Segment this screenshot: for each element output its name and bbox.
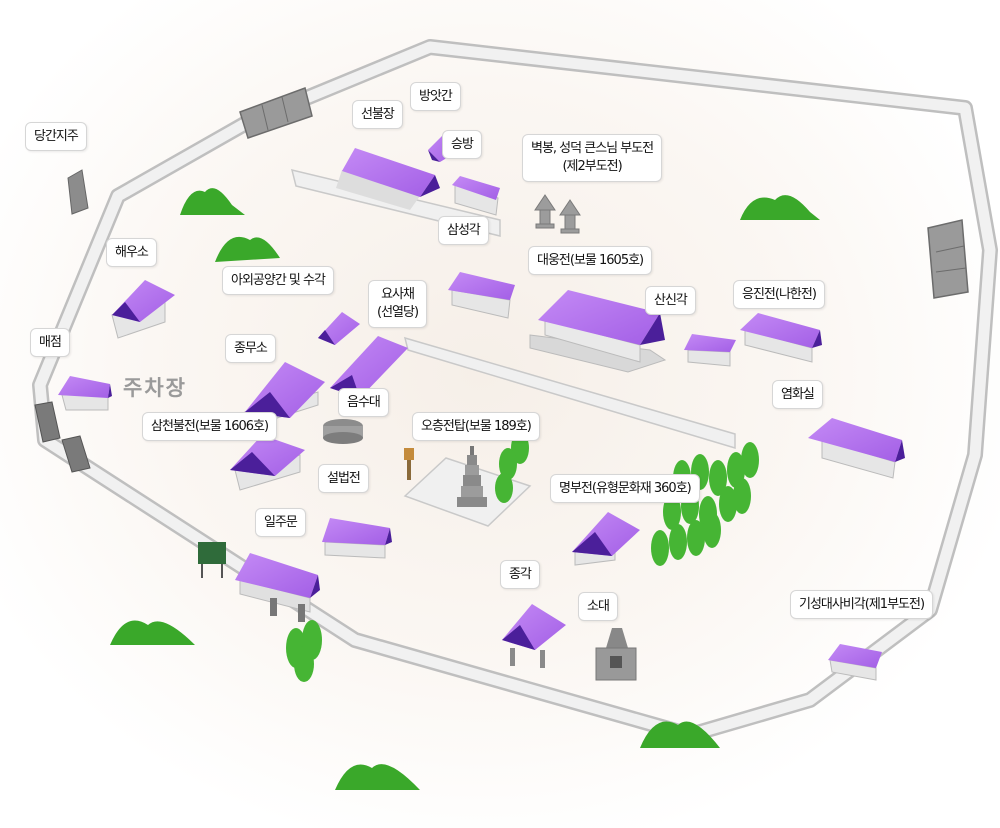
stupa-icons <box>534 194 581 234</box>
building-budojeon-1 <box>828 644 882 681</box>
building-sodae <box>595 628 637 681</box>
building-daeungjeon <box>529 290 667 373</box>
building-seonbuljang <box>336 148 440 210</box>
label-yosachae[interactable]: 요사채(선열당) <box>368 280 428 328</box>
label-seonbuljang[interactable]: 선불장 <box>352 100 403 129</box>
label-seolbeopjeon[interactable]: 설법전 <box>318 464 369 493</box>
label-ocheungjeontap[interactable]: 오층전탑(보물 189호) <box>412 412 540 441</box>
lantern-icon <box>404 448 414 480</box>
gate-icon <box>34 401 91 473</box>
label-sansingak[interactable]: 산신각 <box>645 286 696 315</box>
label-awigongyang[interactable]: 아외공양간 및 수각 <box>222 266 334 295</box>
building-jonggak <box>502 604 566 668</box>
signboard-icon <box>198 542 226 578</box>
label-eumsudae[interactable]: 음수대 <box>338 388 389 417</box>
building-haeuso <box>111 280 175 339</box>
building-eungjinjeon <box>740 313 822 363</box>
label-eungjinjeon[interactable]: 응진전(나한전) <box>733 280 825 309</box>
label-jonggak[interactable]: 종각 <box>500 560 540 589</box>
building-iljumun <box>235 553 320 622</box>
label-haeuso[interactable]: 해우소 <box>106 238 157 267</box>
building-sansingak <box>684 334 736 367</box>
pagoda-icon <box>457 446 487 507</box>
label-bangatgan[interactable]: 방앗간 <box>410 82 461 111</box>
label-jongmuso[interactable]: 종무소 <box>225 334 276 363</box>
label-samseonggak[interactable]: 삼성각 <box>438 216 489 245</box>
flagpole-support-icon <box>67 169 89 215</box>
label-budojeon-1[interactable]: 기성대사비각(제1부도전) <box>790 590 934 619</box>
label-budojeon-2[interactable]: 벽봉, 성덕 큰스님 부도전(제2부도전) <box>522 134 663 182</box>
label-sodae[interactable]: 소대 <box>578 592 618 621</box>
hill-icons <box>110 188 820 790</box>
label-yeomhwasil[interactable]: 염화실 <box>772 380 823 409</box>
label-danggan-jiju[interactable]: 당간지주 <box>25 122 87 151</box>
tree-icons <box>286 432 759 682</box>
gate-icon <box>927 219 969 299</box>
building-samseonggak <box>448 272 515 319</box>
gate-icon <box>239 87 313 139</box>
label-daeungjeon[interactable]: 대웅전(보물 1605호) <box>528 246 653 275</box>
building-eumsudae <box>323 419 363 444</box>
building-yeomhwasil <box>808 418 905 479</box>
building-myeongbujeon <box>572 512 640 566</box>
building-maejeom <box>58 376 112 411</box>
label-maejeom[interactable]: 매점 <box>30 328 70 357</box>
building-seungbang <box>452 176 500 216</box>
parking-label: 주차장 <box>123 375 187 400</box>
label-samcheonbuljeon[interactable]: 삼천불전(보물 1606호) <box>142 412 278 441</box>
building-samcheonbuljeon <box>230 435 305 491</box>
label-seungbang[interactable]: 승방 <box>442 130 482 159</box>
label-iljumun[interactable]: 일주문 <box>255 508 306 537</box>
building-awigongyang <box>318 312 360 345</box>
label-myeongbujeon[interactable]: 명부전(유형문화재 360호) <box>550 474 700 503</box>
building-seolbeopjeon <box>322 518 392 559</box>
